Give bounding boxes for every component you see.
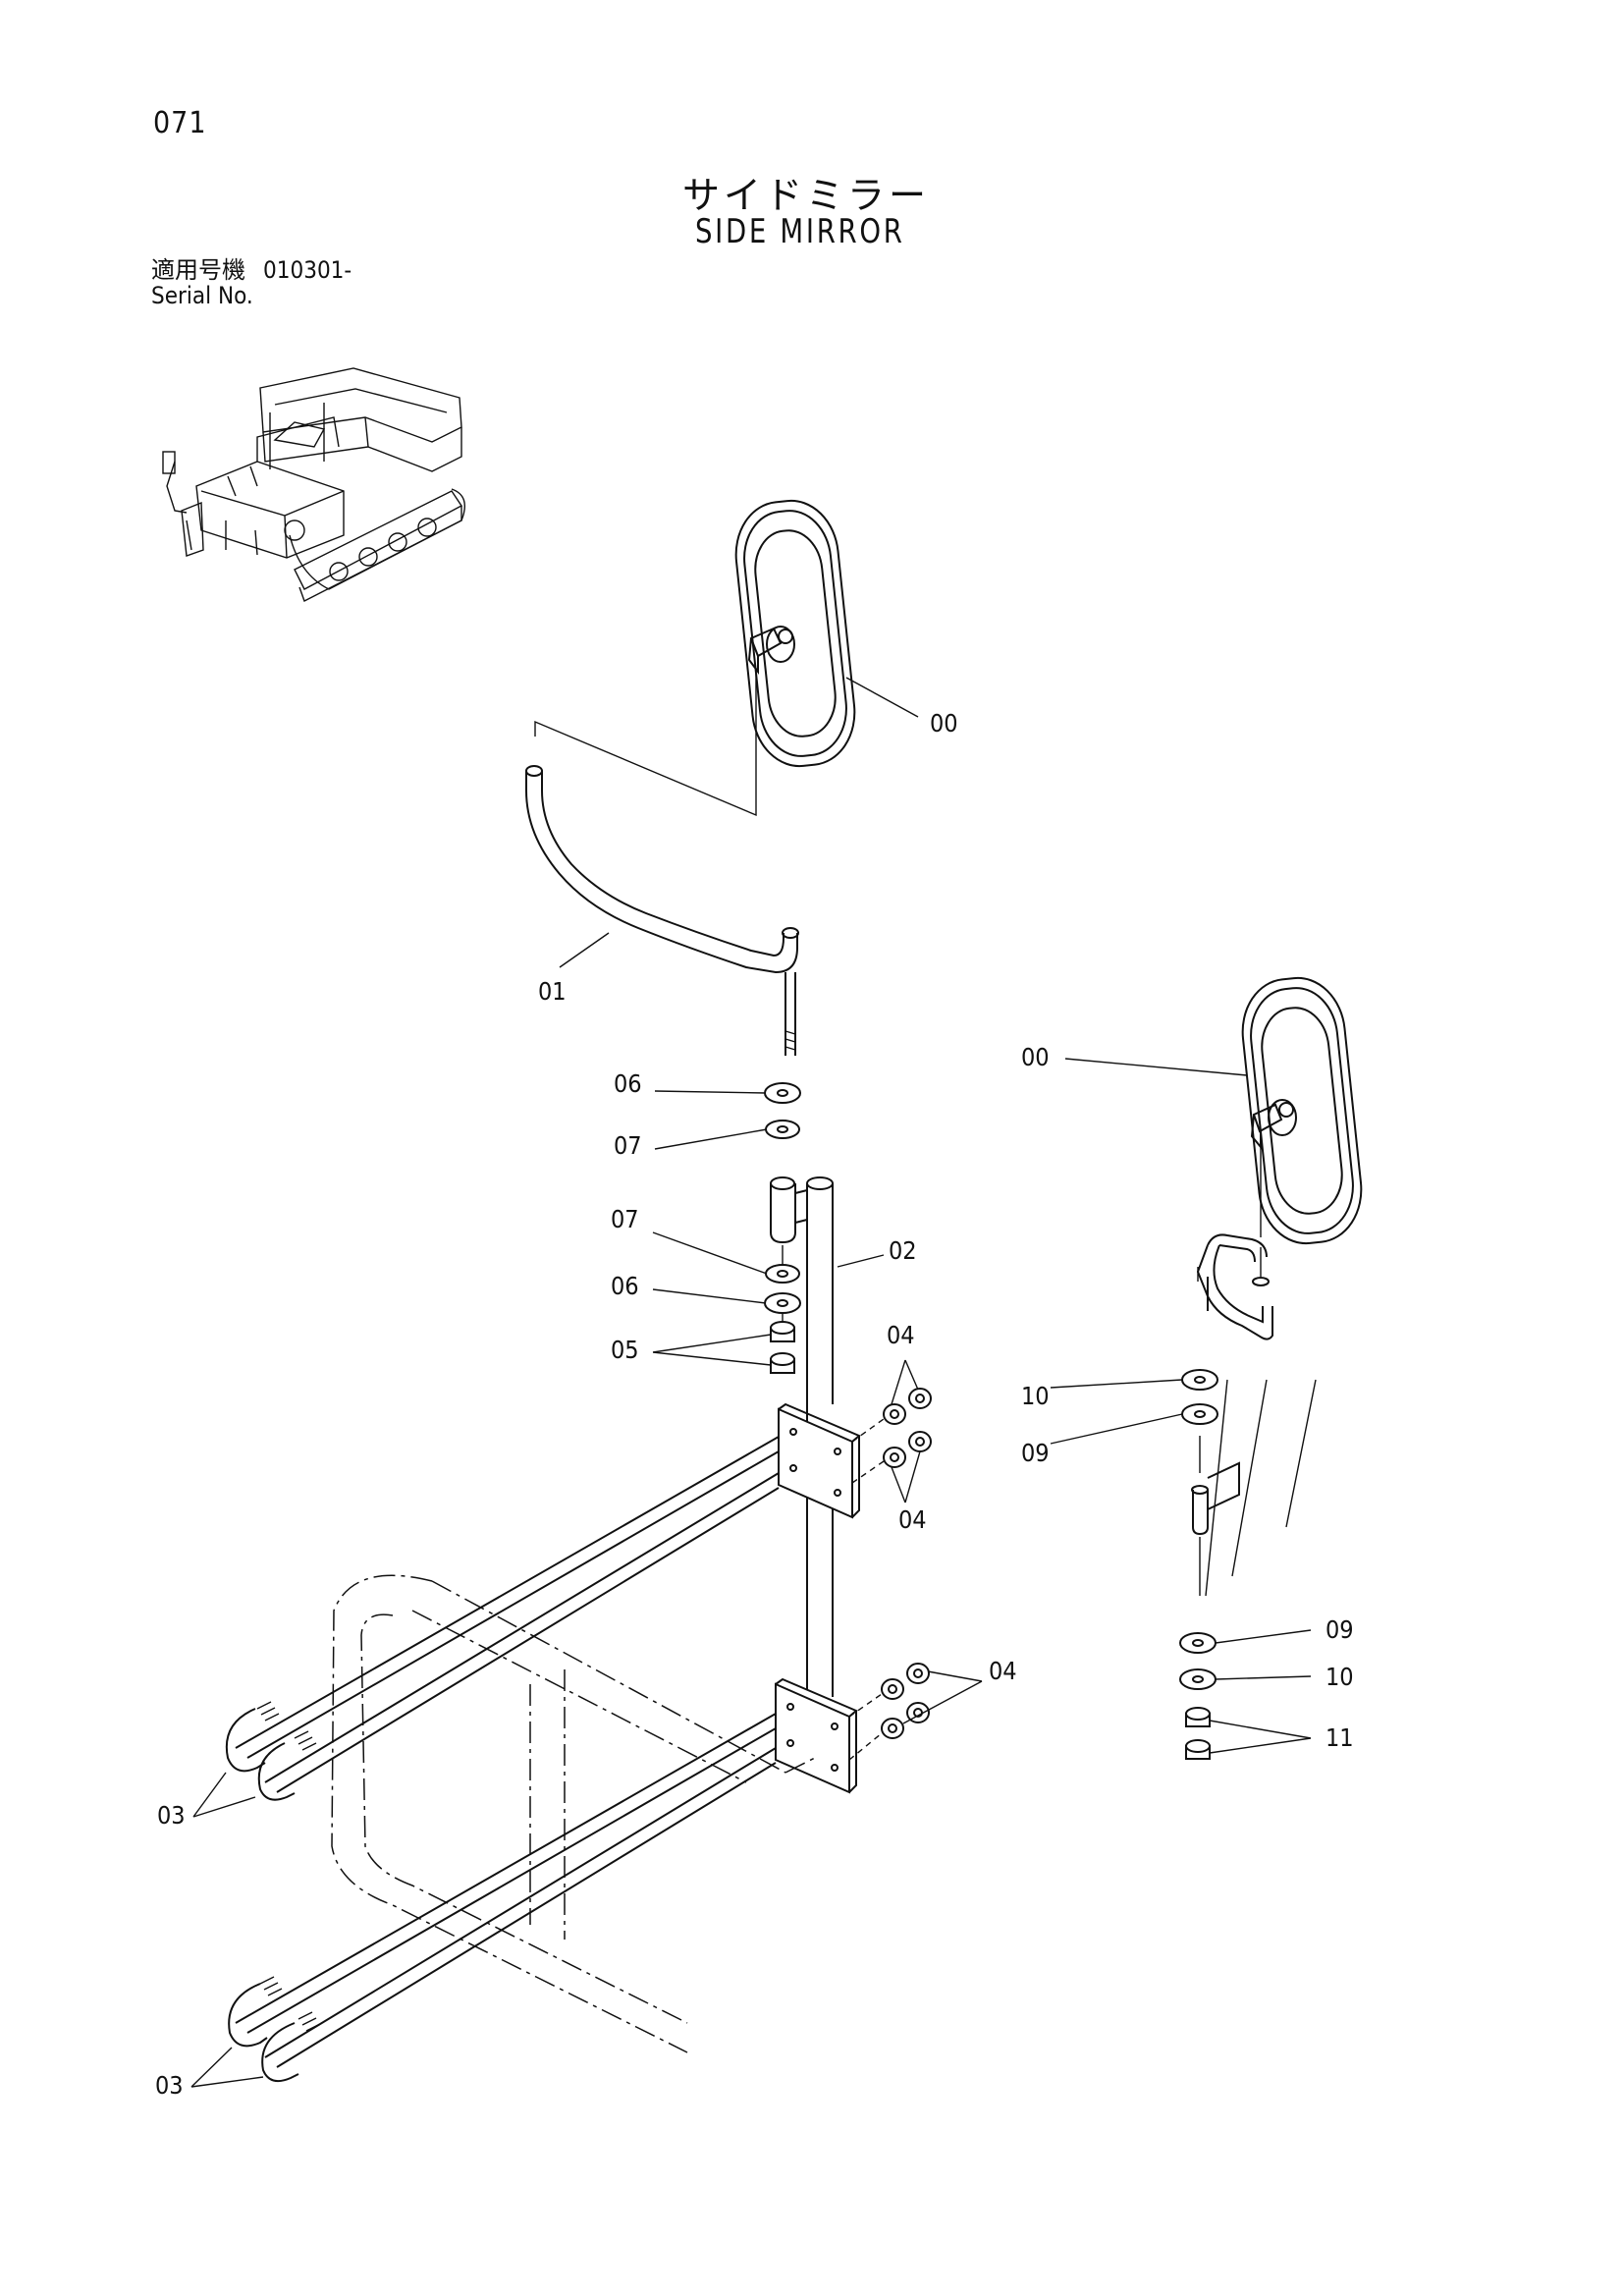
washer-07-mid — [765, 1264, 800, 1284]
washer-09-bottom — [1179, 1632, 1217, 1654]
phantom-frame — [331, 1574, 816, 2053]
machine-thumbnail — [162, 367, 465, 602]
page-number: 071 — [153, 106, 207, 140]
callout-ubolt-upper: 03 — [157, 1801, 186, 1830]
bracket-plate-upper — [778, 1402, 861, 1519]
bolt-axis-lines — [848, 1418, 885, 1761]
mirror-right — [1241, 976, 1363, 1277]
callout-washer-07-top: 07 — [614, 1131, 642, 1160]
washer-10-bottom — [1179, 1668, 1217, 1690]
washer-06-top — [764, 1082, 801, 1104]
callout-nut-11: 11 — [1325, 1723, 1354, 1752]
callout-nut-04-lower: 04 — [989, 1657, 1017, 1685]
leader-lines — [190, 677, 1312, 2088]
washer-06-mid — [764, 1292, 801, 1314]
callout-washer-06-top: 06 — [614, 1069, 642, 1098]
title-english: SIDE MIRROR — [695, 212, 905, 251]
washer-09-top — [1181, 1403, 1218, 1425]
serial-label-jp: 適用号機 — [151, 256, 245, 284]
serial-row-jp: 適用号機 010301- — [151, 257, 352, 283]
serial-value: 010301- — [263, 256, 352, 284]
arm-right — [1196, 1233, 1273, 1340]
callout-nut-04-upper-bottom: 04 — [898, 1505, 927, 1534]
title-japanese: サイドミラー — [682, 174, 931, 217]
callout-washer-10-bottom: 10 — [1325, 1663, 1354, 1691]
callout-nut-04-upper-top: 04 — [887, 1321, 915, 1349]
callout-washer-09-bottom: 09 — [1325, 1615, 1354, 1644]
callout-mirror-right: 00 — [1021, 1043, 1050, 1071]
phantom-lines-right — [1205, 1379, 1317, 1597]
nut-05 — [770, 1321, 795, 1374]
callout-washer-06-mid: 06 — [611, 1272, 639, 1300]
callout-ubolt-lower: 03 — [155, 2071, 184, 2100]
ubolts-upper — [225, 1436, 780, 1801]
nuts-04-upper — [883, 1388, 932, 1468]
ubolts-lower — [228, 1713, 777, 2083]
washer-10-top — [1181, 1369, 1218, 1391]
callout-arm-left: 01 — [538, 977, 567, 1006]
callout-nut-05: 05 — [611, 1336, 639, 1364]
callout-mirror-left: 00 — [930, 709, 958, 738]
bracket-plate-lower — [775, 1677, 858, 1794]
assembly-line-left — [534, 668, 757, 817]
mirror-left — [734, 499, 856, 768]
callout-washer-07-mid: 07 — [611, 1205, 639, 1233]
serial-info: 適用号機 010301- Serial No. — [151, 257, 352, 308]
callout-washer-09-top: 09 — [1021, 1439, 1050, 1467]
callout-washer-10-top: 10 — [1021, 1382, 1050, 1410]
nuts-04-lower — [881, 1663, 930, 1739]
washer-07-top — [765, 1120, 800, 1139]
nut-11 — [1185, 1707, 1211, 1760]
hinge-right — [1191, 1436, 1240, 1596]
arm-left — [525, 765, 799, 1056]
callout-post: 02 — [889, 1236, 917, 1265]
serial-label-en: Serial No. — [151, 282, 253, 309]
post — [770, 1176, 834, 1697]
